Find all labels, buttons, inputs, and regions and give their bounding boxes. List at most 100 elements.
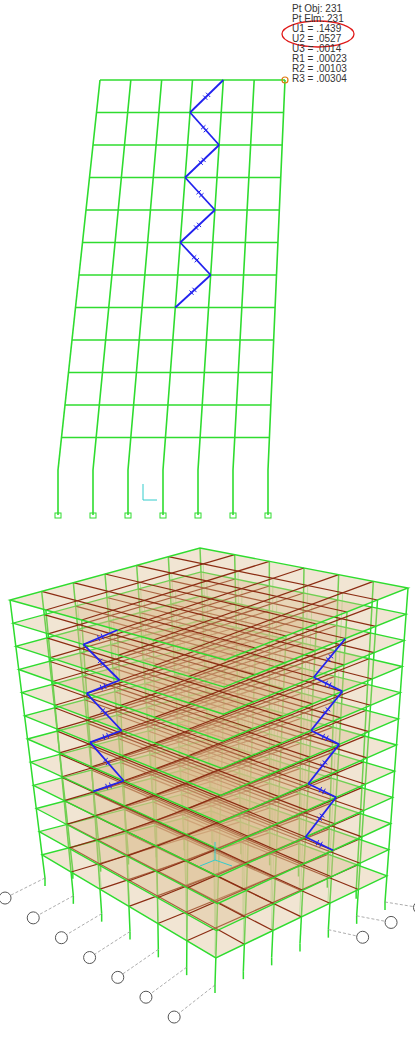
release-tick (201, 158, 205, 162)
release-tick (97, 635, 99, 641)
slab-beam (153, 575, 338, 640)
support-symbol (160, 513, 166, 518)
release-tick (320, 764, 325, 768)
support-symbol (265, 513, 271, 518)
frame-beam (79, 274, 277, 276)
brace-member (185, 145, 219, 178)
release-tick (98, 659, 102, 663)
brace-member (175, 275, 210, 308)
release-tick (316, 840, 319, 845)
axis-icon (200, 842, 232, 866)
frame-beam (69, 372, 273, 374)
grid-line (146, 967, 187, 997)
release-tick (101, 708, 105, 712)
brace-member (190, 113, 219, 146)
grid-line (33, 896, 73, 918)
column-stub (232, 470, 234, 515)
brace-member (306, 837, 334, 850)
release-tick (103, 758, 108, 762)
point-result-text: Pt Elm: 231 (292, 14, 347, 24)
column-support (355, 891, 357, 899)
axis-line (143, 500, 157, 501)
brace-member (93, 781, 123, 792)
release-tick (201, 125, 205, 129)
support-symbol (125, 513, 131, 518)
release-tick (103, 711, 107, 715)
brace-member (311, 731, 339, 745)
frame-beam (62, 437, 270, 439)
column-support (73, 896, 75, 904)
grid-line (118, 949, 159, 977)
brace-member (308, 784, 336, 798)
release-tick (192, 255, 196, 259)
point-info-panel: Pt Obj: 231Pt Elm: 231U1 = .1439U2 = .05… (292, 4, 347, 84)
column-support (101, 914, 103, 922)
column-stub (267, 470, 269, 515)
support-symbol (90, 513, 96, 518)
brace-member (314, 638, 346, 677)
brace-member (311, 691, 342, 730)
grid-line (5, 878, 45, 898)
release-tick (326, 736, 329, 741)
column-support (356, 916, 358, 924)
column-support (271, 957, 273, 965)
grid-line (61, 914, 101, 938)
grid-bubble (55, 932, 67, 944)
brace-member (83, 630, 117, 644)
brace-member (83, 644, 119, 680)
release-tick (107, 733, 109, 739)
brace-member (308, 744, 339, 783)
grid-line (385, 902, 415, 908)
support-symbol (230, 513, 236, 518)
release-tick (194, 225, 198, 229)
slab-beam (189, 581, 373, 650)
release-tick (326, 708, 331, 712)
support-symbol (195, 513, 201, 518)
column-support (384, 902, 386, 910)
release-tick (106, 761, 111, 765)
column-support (129, 932, 131, 940)
frame-beam (65, 404, 271, 406)
axis-line (215, 842, 216, 860)
brace-member (90, 731, 122, 743)
release-tick (319, 787, 322, 792)
axis-line (215, 860, 232, 866)
floor-level (10, 548, 408, 660)
grid-bubble (413, 902, 415, 914)
column-support (44, 878, 46, 886)
three-d-view (0, 548, 415, 1023)
release-tick (101, 634, 103, 640)
release-tick (199, 160, 203, 164)
column-support (186, 967, 188, 975)
frame-beam (72, 339, 274, 341)
grid-bubble (385, 916, 397, 928)
column-stub (197, 470, 199, 515)
brace-member (190, 80, 223, 113)
release-tick (189, 290, 193, 294)
grid-bubble (84, 952, 96, 964)
column-support (243, 971, 245, 979)
elevation-view (55, 77, 288, 518)
brace-member (90, 742, 124, 780)
release-tick (329, 683, 332, 688)
release-tick (100, 685, 102, 691)
column-stub (162, 470, 164, 515)
column-stub (92, 470, 94, 515)
release-tick (206, 93, 210, 97)
grid-bubble (140, 991, 152, 1003)
grid-line (174, 985, 215, 1017)
selected-joint (282, 77, 288, 83)
point-result-text: R2 = .00103 (292, 64, 347, 74)
axis-line (143, 484, 144, 500)
support-symbol (55, 513, 61, 518)
column-support (214, 985, 216, 993)
release-tick (195, 258, 199, 262)
column-stub (127, 470, 129, 515)
perimeter-beam (10, 548, 408, 660)
release-tick (323, 761, 328, 765)
column-support (299, 944, 301, 952)
grid-bubble (0, 892, 11, 904)
release-tick (109, 783, 111, 789)
frame-beam (86, 209, 279, 211)
column-stub (57, 470, 59, 515)
